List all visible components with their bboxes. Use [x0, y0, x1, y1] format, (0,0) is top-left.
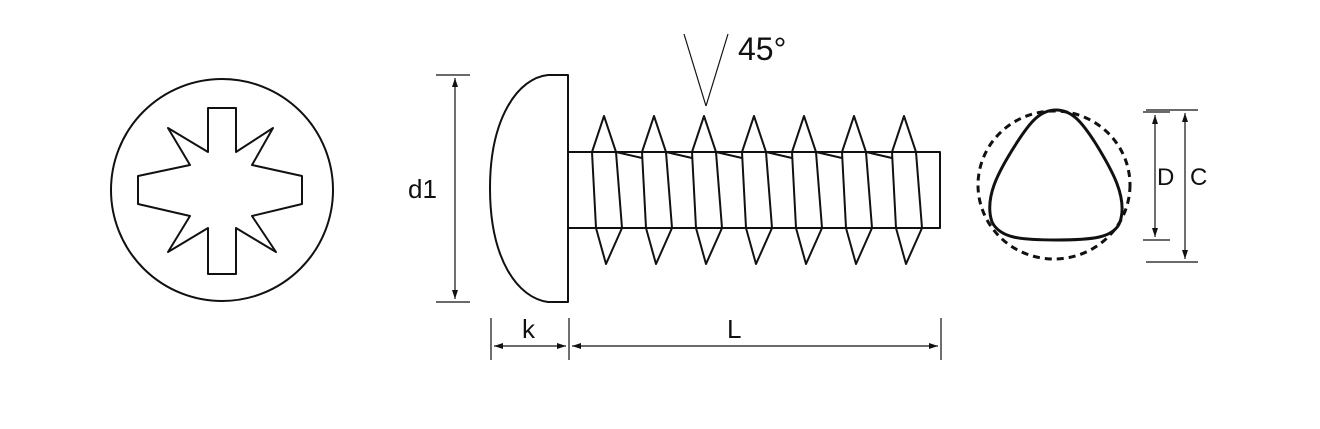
- thread-crest: [641, 115, 673, 265]
- head-outline-circle: [110, 78, 334, 302]
- head-top-view: [110, 78, 334, 302]
- dimension-D-C: D C: [1143, 109, 1207, 263]
- thread-flank: [865, 151, 893, 159]
- thread-flank: [765, 151, 793, 159]
- trilobular-section-icon: [976, 108, 1132, 261]
- screw-head: [489, 74, 569, 303]
- D-label: D: [1157, 164, 1174, 191]
- L-label: L: [727, 314, 741, 344]
- k-label: k: [522, 314, 536, 344]
- thread-crest: [791, 115, 823, 265]
- thread-crest: [741, 115, 773, 265]
- dimension-d1: d1: [408, 74, 470, 303]
- C-label: C: [1190, 164, 1207, 191]
- trilobular-profile: [988, 108, 1124, 242]
- screw-threads: [591, 115, 923, 265]
- thread-crest: [891, 115, 923, 265]
- thread-flank: [815, 151, 843, 159]
- screw-core: [567, 151, 941, 229]
- angle-line-right: [705, 33, 729, 107]
- thread-flank: [715, 151, 743, 159]
- dimension-k-L: k L: [490, 314, 942, 360]
- thread-flank: [665, 151, 693, 159]
- pozidriv-cross-recess-icon: [137, 107, 303, 275]
- angle-line-left: [683, 33, 707, 107]
- thread-crest: [591, 115, 623, 265]
- outer-circle-dashed: [976, 109, 1132, 261]
- thread-crest: [841, 115, 873, 265]
- thread-flank: [615, 151, 643, 159]
- screw-side-view: 45°: [489, 31, 941, 303]
- angle-label: 45°: [738, 31, 786, 67]
- thread-crest: [691, 115, 723, 265]
- d1-label: d1: [408, 174, 437, 204]
